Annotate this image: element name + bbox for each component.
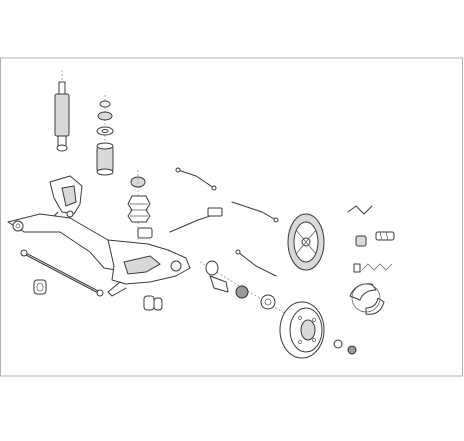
hub-nut xyxy=(333,339,357,355)
coil-spring-seat xyxy=(127,170,153,240)
diagram-frame xyxy=(0,57,463,377)
backing-plate xyxy=(287,213,325,271)
shoe-springs xyxy=(353,263,393,273)
brake-hose-lines xyxy=(169,167,279,277)
trailing-arm-bracket xyxy=(47,175,83,223)
shock-absorber xyxy=(54,70,70,152)
top-mount-washers xyxy=(96,95,114,145)
rear-axle-beam xyxy=(7,213,191,297)
stabilizer-link xyxy=(20,249,104,297)
wheel-bearing xyxy=(199,260,313,331)
axle-bushings xyxy=(33,279,163,311)
brake-shoes xyxy=(349,283,385,315)
brake-drum xyxy=(279,301,325,359)
bump-stop xyxy=(96,142,114,176)
wheel-cylinder xyxy=(347,205,395,247)
